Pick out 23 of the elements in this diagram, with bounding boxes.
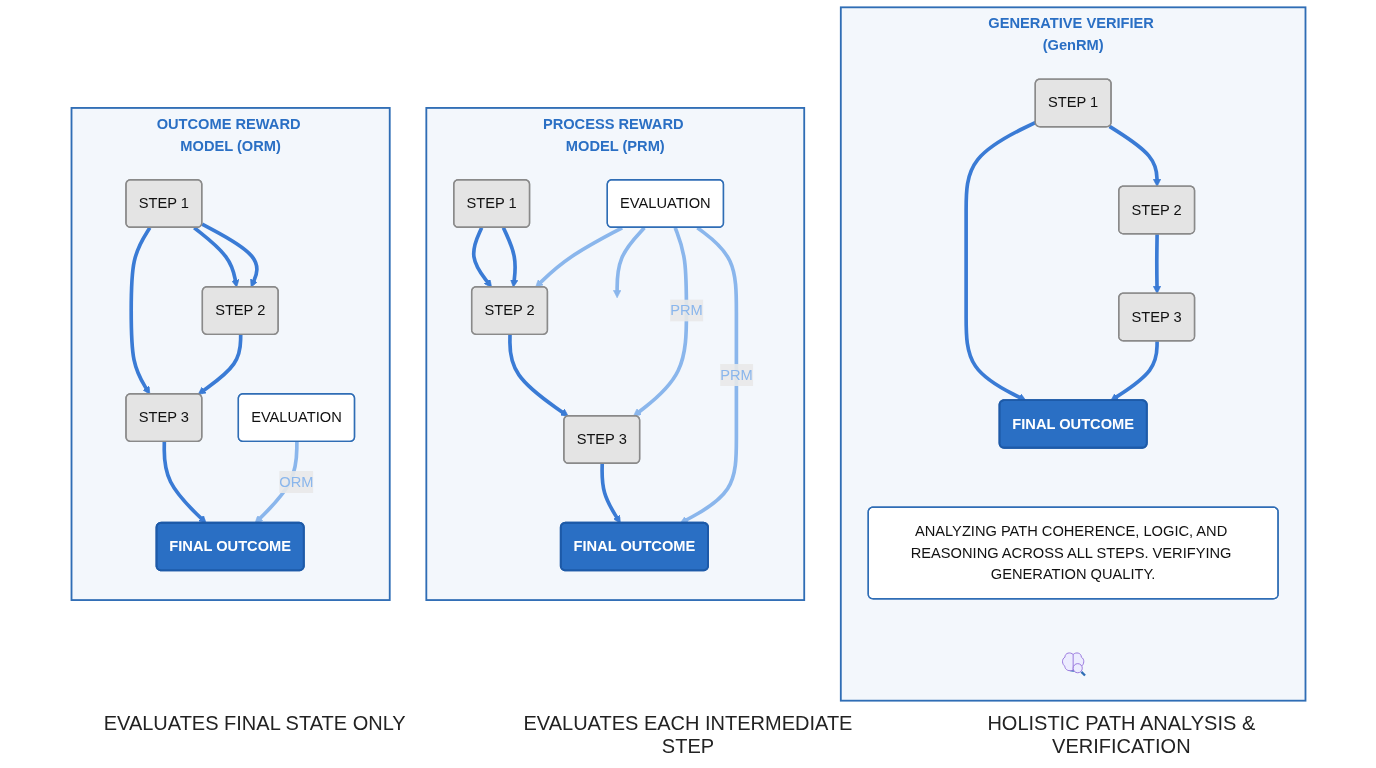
arrow [679, 226, 738, 524]
edge-label: PRM [669, 302, 703, 318]
panel-caption: EVALUATES EACH INTERMEDIATE STEP [522, 712, 854, 758]
arrow [161, 441, 207, 524]
arrow [501, 227, 518, 288]
arrow [1109, 341, 1159, 401]
arrow [128, 226, 151, 395]
arrow [963, 120, 1036, 401]
arrow [632, 227, 688, 417]
arrow [1152, 234, 1161, 294]
panel-caption: EVALUATES FINAL STATE ONLY [102, 712, 407, 736]
panel-caption: HOLISTIC PATH ANALYSIS & VERIFICATION [986, 712, 1257, 758]
arrow [197, 334, 243, 395]
arrow [612, 226, 646, 299]
arrow [192, 226, 239, 288]
arrow [534, 226, 623, 288]
edge-label: ORM [278, 473, 313, 490]
arrow [471, 227, 492, 288]
arrow [200, 222, 259, 288]
edge-label: PRM [719, 366, 753, 383]
arrow [507, 334, 569, 417]
arrow [599, 463, 621, 524]
arrow [1108, 124, 1161, 187]
